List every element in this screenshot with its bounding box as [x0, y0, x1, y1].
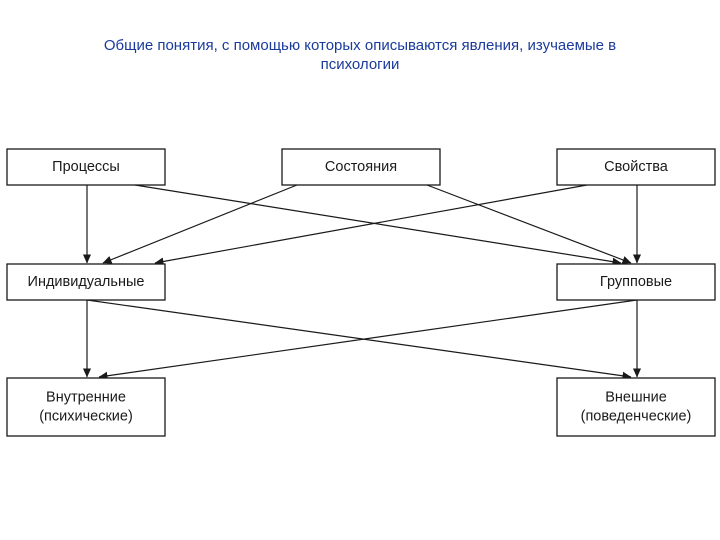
- node-box: [281, 148, 441, 186]
- node-internal: Внутренние (психические): [6, 377, 166, 437]
- arrow-properties-to-individual: [154, 184, 588, 266]
- node-group: Групповые: [556, 263, 716, 301]
- arrow-individual-to-external: [86, 299, 632, 380]
- node-label: Свойства: [604, 159, 669, 175]
- slide-title: Общие понятия, с помощью которых описыва…: [30, 36, 690, 74]
- node-processes: Процессы: [6, 148, 166, 186]
- node-states: Состояния: [281, 148, 441, 186]
- arrow-states-to-individual: [102, 184, 298, 264]
- node-box: [556, 377, 716, 437]
- node-box: [6, 377, 166, 437]
- node-box: [6, 263, 166, 301]
- arrow-group-to-internal: [98, 299, 638, 380]
- node-label: Процессы: [52, 159, 120, 175]
- arrow-states-to-group: [426, 184, 632, 264]
- node-external: Внешние (поведенческие): [556, 377, 716, 437]
- node-label: (психические): [39, 409, 133, 425]
- arrow-processes-to-group: [134, 184, 622, 266]
- node-box: [556, 148, 716, 186]
- node-label: Индивидуальные: [28, 274, 145, 290]
- node-label: (поведенческие): [581, 409, 692, 425]
- node-box: [556, 263, 716, 301]
- node-label: Внешние: [605, 390, 667, 406]
- node-properties: Свойства: [556, 148, 716, 186]
- node-label: Внутренние: [46, 390, 126, 406]
- node-box: [6, 148, 166, 186]
- node-label: Групповые: [600, 274, 672, 290]
- node-individual: Индивидуальные: [6, 263, 166, 301]
- title-line-2: психологии: [320, 56, 400, 73]
- node-label: Состояния: [325, 159, 397, 175]
- edges: [82, 184, 642, 380]
- title-line-1: Общие понятия, с помощью которых описыва…: [103, 37, 617, 54]
